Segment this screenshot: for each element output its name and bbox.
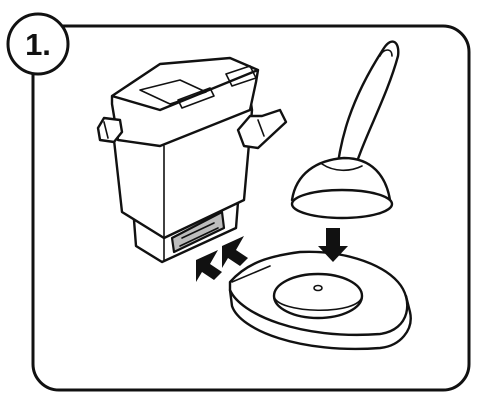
step-badge: 1. [6, 12, 70, 76]
steam-nozzle [290, 40, 400, 220]
insert-arrow [196, 250, 222, 282]
down-arrow [318, 228, 348, 262]
insert-arrow [222, 236, 248, 268]
frame [31, 24, 471, 392]
water-tank [96, 56, 288, 264]
base-plate [228, 250, 412, 351]
step-number: 1. [25, 27, 51, 62]
